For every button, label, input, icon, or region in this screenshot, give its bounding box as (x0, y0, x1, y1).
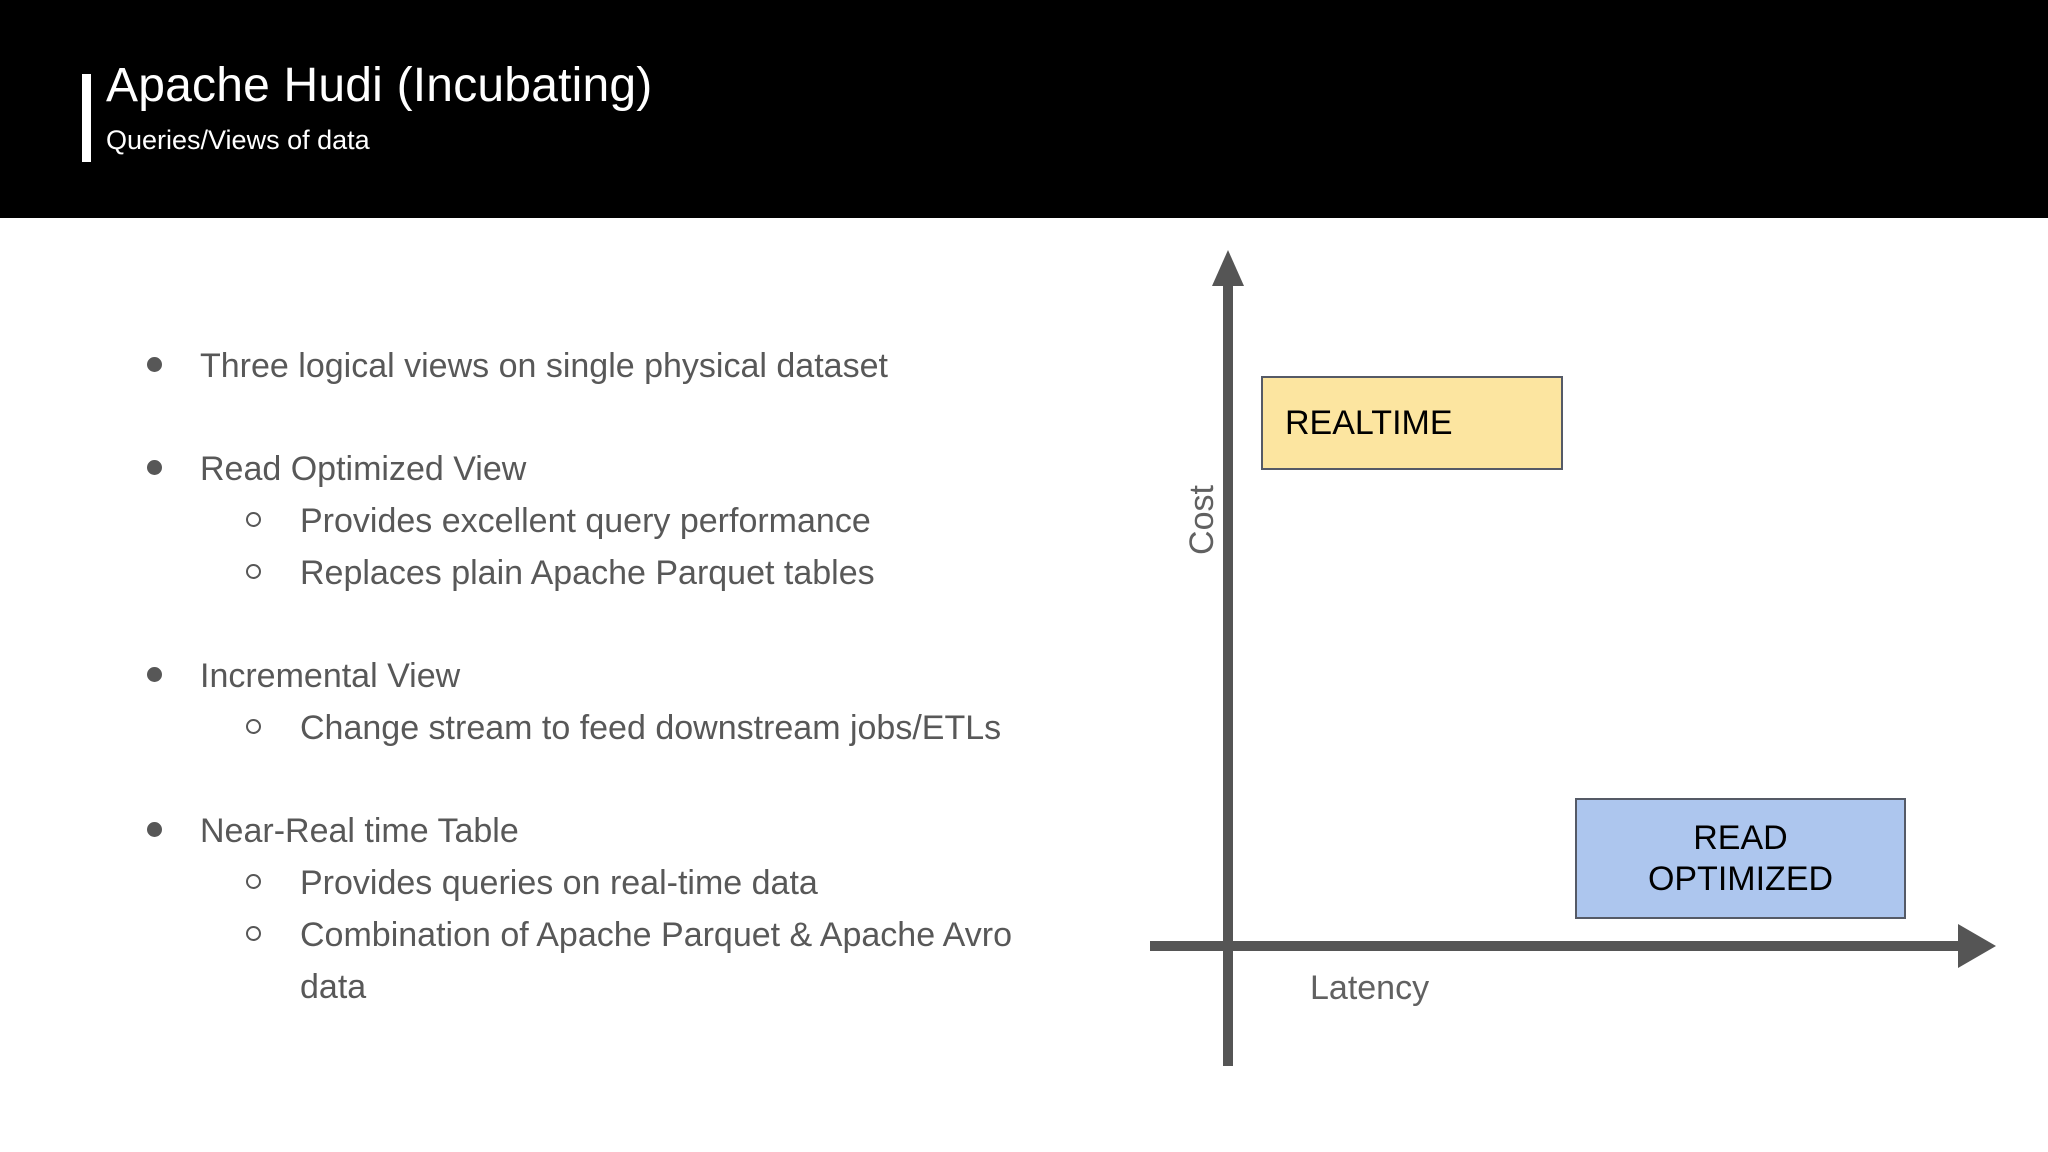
y-axis-arrow-icon (1212, 250, 1244, 286)
sub-list-item: Replaces plain Apache Parquet tables (130, 547, 1190, 599)
sub-list-item: Provides excellent query performance (130, 495, 1190, 547)
bullet-list: Three logical views on single physical d… (130, 340, 1190, 1013)
y-axis-label: Cost (1183, 485, 1221, 555)
chart-box-realtime-label: REALTIME (1285, 403, 1453, 442)
bullet-circle-icon (230, 702, 300, 734)
spacer (130, 754, 1190, 805)
list-item-label: Incremental View (200, 657, 461, 695)
bullet-circle-icon (230, 857, 300, 889)
sub-list-item: Provides queries on real-time data (130, 857, 1190, 909)
slide-header: Apache Hudi (Incubating) Queries/Views o… (0, 0, 2048, 218)
header-accent-bar (82, 74, 91, 162)
bullet-dot-icon (130, 443, 200, 475)
bullet-dot-icon (130, 650, 200, 682)
bullet-dot-icon (130, 340, 200, 372)
sub-list-item: Combination of Apache Parquet & Apache A… (130, 909, 1190, 1013)
list-item: Three logical views on single physical d… (130, 340, 1190, 392)
list-item: Read Optimized View (130, 443, 1190, 495)
bullet-circle-icon (230, 909, 300, 941)
list-item-label: Near-Real time Table (200, 812, 519, 850)
chart-box-realtime: REALTIME (1261, 376, 1563, 470)
list-item: Incremental View (130, 650, 1190, 702)
list-item-label: Three logical views on single physical d… (200, 347, 888, 385)
y-axis-line (1223, 283, 1233, 1066)
x-axis-label: Latency (1310, 969, 1430, 1007)
spacer (130, 599, 1190, 650)
bullet-dot-icon (130, 805, 200, 837)
x-axis-arrow-icon (1958, 924, 1996, 968)
chart-box-read-optimized-label: READ OPTIMIZED (1647, 818, 1834, 898)
sub-list-item-label: Change stream to feed downstream jobs/ET… (300, 709, 1002, 747)
bullet-circle-icon (230, 495, 300, 527)
chart-box-read-optimized: READ OPTIMIZED (1575, 798, 1906, 919)
spacer (130, 392, 1190, 443)
sub-list-item-label: Provides excellent query performance (300, 502, 871, 540)
sub-list-item-label: Replaces plain Apache Parquet tables (300, 554, 875, 592)
page-title: Apache Hudi (Incubating) (106, 59, 653, 112)
x-axis-line (1150, 941, 1961, 951)
list-item-label: Read Optimized View (200, 450, 527, 488)
sub-list-item: Change stream to feed downstream jobs/ET… (130, 702, 1190, 754)
list-item: Near-Real time Table (130, 805, 1190, 857)
cost-latency-chart: Cost Latency REALTIME READ OPTIMIZED (1150, 250, 2048, 1066)
page-subtitle: Queries/Views of data (106, 125, 370, 155)
bullet-circle-icon (230, 547, 300, 579)
sub-list-item-label: Provides queries on real-time data (300, 864, 818, 902)
sub-list-item-label: Combination of Apache Parquet & Apache A… (300, 916, 1012, 1006)
